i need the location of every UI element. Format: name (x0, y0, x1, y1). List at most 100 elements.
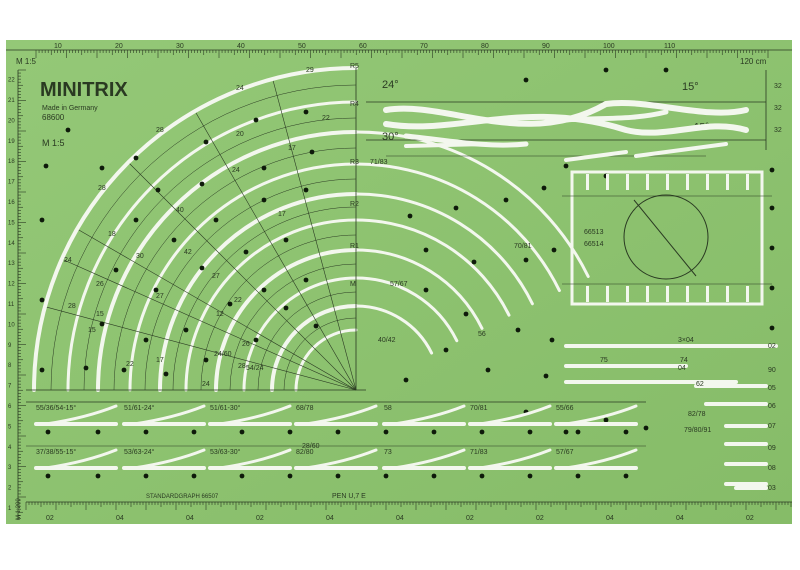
turnout-branch (132, 404, 206, 426)
ruler-tick-label: 80 (481, 43, 489, 50)
pin-hole (603, 417, 609, 423)
curve-label: 20 (236, 131, 244, 138)
pin-hole (39, 217, 45, 223)
pin-hole (95, 473, 101, 479)
turnout-branch (564, 404, 638, 426)
pin-hole (261, 165, 267, 171)
pin-hole (95, 429, 101, 435)
ruler-tick-label: 2 (8, 486, 12, 492)
straight-label: 06 (768, 403, 776, 410)
ruler-label: 02 (256, 515, 264, 522)
pin-hole (199, 265, 205, 271)
ruler-tick-label: 12 (8, 282, 15, 288)
turnout-branch (218, 448, 292, 470)
pin-hole (769, 205, 775, 211)
pin-hole (551, 247, 557, 253)
pin-hole (471, 259, 477, 265)
pin-hole (183, 327, 189, 333)
pin-hole (143, 473, 149, 479)
turnout-branch (392, 448, 466, 470)
pin-hole (239, 429, 245, 435)
ruler-tick-label: 1 (8, 506, 12, 512)
turnout-label: 57/67 (556, 449, 574, 456)
ruler-label: 04 (116, 515, 124, 522)
turnout-branch (478, 404, 552, 426)
pin-hole (261, 197, 267, 203)
pin-holes (39, 67, 775, 479)
turnout-branch (564, 448, 638, 470)
curve-label: 15 (88, 327, 96, 334)
pin-hole (443, 347, 449, 353)
pin-hole (171, 237, 177, 243)
ruler-label: 04 (326, 515, 334, 522)
ruler-label: 04 (186, 515, 194, 522)
ruler-tick-label: 22 (8, 78, 15, 84)
straight-label: 62 (696, 381, 704, 388)
pin-hole (485, 367, 491, 373)
curve-cutout (354, 248, 484, 330)
radius-label: R5 (350, 63, 359, 70)
pin-hole (663, 67, 669, 73)
pin-hole (309, 149, 315, 155)
curve-label: 12 (216, 311, 224, 318)
curve-label: 17 (278, 211, 286, 218)
right-scale-label: 32 (774, 105, 782, 112)
pin-hole (431, 473, 437, 479)
straight-label: 90 (768, 367, 776, 374)
ruler-label: 02 (46, 515, 54, 522)
straight-label: 82/78 (688, 411, 706, 418)
curve-label: 24 (202, 381, 210, 388)
article-number: 68600 (42, 113, 65, 122)
pin-slot (726, 286, 729, 302)
right-scale-label: 32 (774, 127, 782, 134)
ruler-tick-label: 70 (420, 43, 428, 50)
pin-slot (646, 174, 649, 190)
ruler-tick-label: 15 (8, 220, 15, 226)
pin-slot (686, 286, 689, 302)
turnout-label: 71/83 (470, 449, 488, 456)
ruler-label: 04 (606, 515, 614, 522)
pin-hole (283, 237, 289, 243)
pin-hole (515, 327, 521, 333)
pin-hole (543, 373, 549, 379)
straight-label: 09 (768, 445, 776, 452)
curve-label: 28 (68, 303, 76, 310)
ruler-tick-label: 8 (8, 363, 12, 369)
curve-label: 56 (478, 331, 486, 338)
pin-hole (643, 425, 649, 431)
pen-label: PEN U,7 E (332, 493, 366, 500)
pin-hole (313, 323, 319, 329)
curve-label: 24 (236, 85, 244, 92)
ruler-label: 02 (466, 515, 474, 522)
ruler-tick-label: 9 (8, 343, 12, 349)
straight-label: 74 (680, 357, 688, 364)
pin-slot (646, 286, 649, 302)
curve-label: 28 (238, 363, 246, 370)
left-bottom-scale: M 1:200 (16, 498, 22, 520)
curve-label: 24/60 (214, 351, 232, 358)
brand-logo: MINITRIX (40, 79, 128, 101)
angle-rays (46, 80, 357, 391)
curve-label: 27 (156, 293, 164, 300)
pin-hole (65, 127, 71, 133)
ruler-tick-label: 7 (8, 384, 12, 390)
pin-hole (113, 267, 119, 273)
pin-hole (303, 277, 309, 283)
pin-hole (133, 217, 139, 223)
scale-label: M 1:5 (42, 138, 65, 148)
pin-slot (666, 286, 669, 302)
pin-hole (479, 429, 485, 435)
pin-hole (163, 371, 169, 377)
pin-hole (261, 287, 267, 293)
ruler-tick-label: 20 (8, 118, 15, 124)
ruler-tick-label: 110 (664, 43, 675, 50)
ruler-tick-label: 19 (8, 139, 15, 145)
pin-hole (407, 213, 413, 219)
pin-hole (39, 297, 45, 303)
pin-hole (563, 163, 569, 169)
pin-hole (99, 165, 105, 171)
ruler-tick-label: 13 (8, 261, 15, 267)
